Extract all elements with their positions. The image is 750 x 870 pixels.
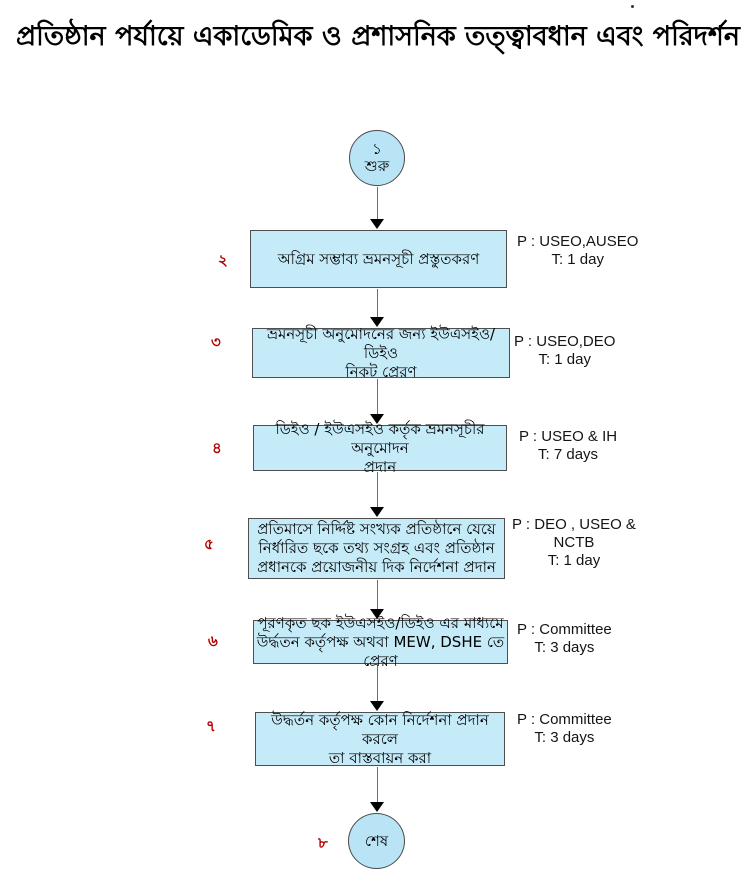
annotation-line: NCTB <box>553 534 595 551</box>
flow-arrow <box>370 472 385 517</box>
start-node: ১ শুরু <box>349 130 405 186</box>
step-number: ৪ <box>212 439 222 457</box>
step-annotation: P : USEO,AUSEO T: 1 day <box>517 233 638 269</box>
arrow-head-icon <box>370 609 384 619</box>
step-number: ৩ <box>211 333 221 351</box>
step-box: ভ্রমনসূচী অনুমোদনের জন্য ইউএসইও/ডিইও নিক… <box>252 324 510 381</box>
step-annotation: P : Committee T: 3 days <box>517 621 612 657</box>
start-node-number: ১ <box>372 140 382 158</box>
step-text-line: অগ্রিম সম্ভাব্য ভ্রমনসূচী প্রস্তুতকরণ <box>277 249 480 268</box>
arrow-shaft <box>377 379 378 414</box>
step-number: ৭ <box>206 717 216 735</box>
step-annotation: P : USEO,DEO T: 1 day <box>514 333 615 369</box>
arrow-shaft <box>377 665 378 701</box>
step-text-line: পূরণকৃত ছক ইউএসইও/ডিইও এর মাধ্যমে <box>257 613 504 632</box>
arrow-shaft <box>377 580 378 609</box>
annotation-line: P : USEO,DEO <box>514 333 616 350</box>
annotation-line: P : DEO , USEO & <box>512 516 636 533</box>
step-text-line: উদ্ধর্তন কর্তৃপক্ষ কোন নির্দেশনা প্রদান … <box>271 710 489 748</box>
step-number: ৫ <box>204 535 214 553</box>
annotation-line: T: 1 day <box>547 552 601 569</box>
flow-arrow <box>370 379 385 424</box>
step-box: পূরণকৃত ছক ইউএসইও/ডিইও এর মাধ্যমে উর্দ্ধ… <box>253 614 508 670</box>
flow-arrow <box>370 767 385 812</box>
start-node-label: শুরু <box>364 157 390 175</box>
step-text-line: ডিইও / ইউএসইও কর্তৃক ভ্রমনসূচীর অনুমোদন <box>275 419 485 457</box>
end-node: শেষ <box>348 813 405 869</box>
step-text-line: নির্ধারিত ছকে তথ্য সংগ্রহ এবং প্রতিষ্ঠান <box>258 539 495 557</box>
annotation-line: T: 3 days <box>534 639 595 656</box>
annotation-line: T: 3 days <box>534 729 595 746</box>
step-text-line: ভ্রমনসূচী অনুমোদনের জন্য ইউএসইও/ডিইও <box>266 324 496 362</box>
arrow-shaft <box>377 767 378 802</box>
arrow-head-icon <box>370 507 384 517</box>
step-text-line: উর্দ্ধতন কর্তৃপক্ষ অথবা MEW, DSHE তে প্র… <box>256 632 505 670</box>
arrow-head-icon <box>370 701 384 711</box>
step-number: ৮ <box>318 834 328 852</box>
flow-arrow <box>370 187 385 229</box>
step-annotation: P : DEO , USEO & NCTB T: 1 day <box>512 516 636 570</box>
arrow-head-icon <box>370 802 384 812</box>
annotation-line: P : Committee <box>517 621 612 638</box>
step-text-line: প্রদান <box>363 457 397 476</box>
step-box: ডিইও / ইউএসইও কর্তৃক ভ্রমনসূচীর অনুমোদন … <box>253 420 507 476</box>
flow-arrow <box>370 665 385 711</box>
step-text-line: তা বাস্তবায়ন করা <box>328 748 432 767</box>
arrow-shaft <box>377 187 378 219</box>
step-text-line: প্রতিমাসে নির্দ্দিষ্ট সংখ্যক প্রতিষ্ঠানে… <box>257 520 496 538</box>
step-box: প্রতিমাসে নির্দ্দিষ্ট সংখ্যক প্রতিষ্ঠানে… <box>248 518 505 579</box>
step-number: ২ <box>218 251 228 269</box>
annotation-line: T: 1 day <box>538 351 591 368</box>
annotation-line: T: 7 days <box>538 446 599 463</box>
arrow-head-icon <box>370 414 384 424</box>
arrow-shaft <box>377 472 378 507</box>
step-annotation: P : USEO & IH T: 7 days <box>519 428 617 464</box>
step-box: অগ্রিম সম্ভাব্য ভ্রমনসূচী প্রস্তুতকরণ <box>250 230 507 288</box>
flow-arrow <box>370 289 385 327</box>
annotation-line: T: 1 day <box>551 251 604 268</box>
step-text-line: নিকট প্রেরণ <box>345 362 417 381</box>
flow-arrow <box>370 580 385 619</box>
arrow-head-icon <box>370 317 384 327</box>
annotation-line: P : USEO,AUSEO <box>517 233 639 250</box>
arrow-shaft <box>377 289 378 317</box>
annotation-line: P : USEO & IH <box>519 428 618 445</box>
step-text-line: প্রধানকে প্রয়োজনীয় দিক নির্দেশনা প্রদা… <box>257 558 496 576</box>
artifact-dot <box>631 5 634 8</box>
end-node-label: শেষ <box>364 831 389 850</box>
page-title: প্রতিষ্ঠান পর্যায়ে একাডেমিক ও প্রশাসনিক… <box>16 21 750 52</box>
step-box: উদ্ধর্তন কর্তৃপক্ষ কোন নির্দেশনা প্রদান … <box>255 710 505 767</box>
arrow-head-icon <box>370 219 384 229</box>
step-annotation: P : Committee T: 3 days <box>517 711 612 747</box>
step-number: ৬ <box>208 632 218 650</box>
annotation-line: P : Committee <box>517 711 612 728</box>
